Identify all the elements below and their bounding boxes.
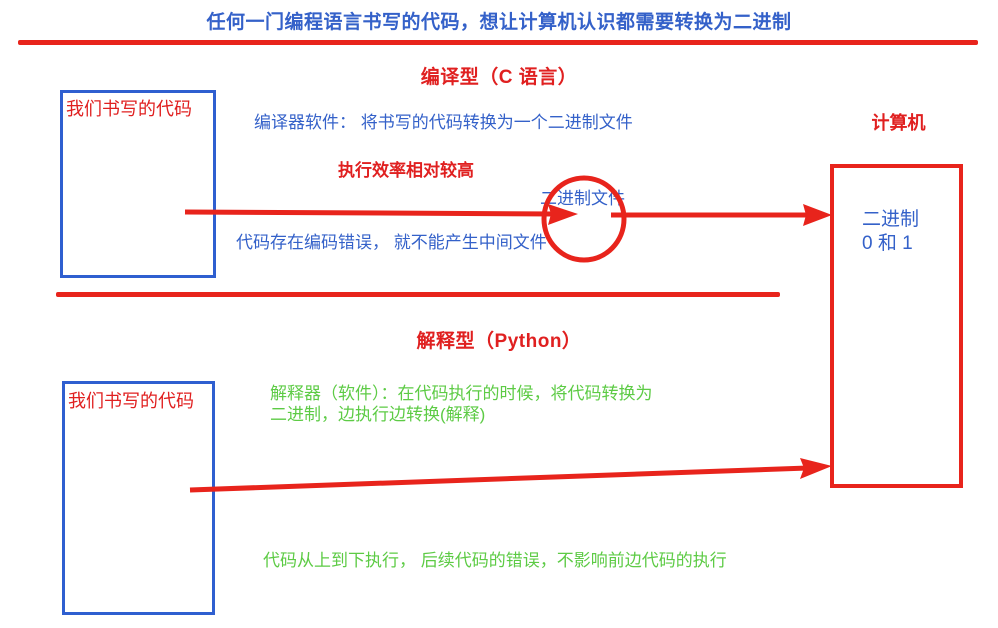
computer-content-line2: 0 和 1 — [862, 232, 913, 254]
computer-content: 二进制 0 和 1 — [862, 208, 919, 256]
section-heading-compiled: 编译型（C 语言） — [420, 67, 578, 88]
code-box-interpreted-label: 我们书写的代码 — [68, 391, 194, 411]
arrow-circle-to-computer-icon — [611, 204, 832, 226]
computer-content-line1: 二进制 — [862, 209, 920, 230]
computer-label: 计算机 — [871, 113, 926, 133]
efficiency-note-text: 执行效率相对较高 — [338, 161, 474, 180]
compile-error-note-text: 代码存在编码错误， 就不能产生中间文件 — [236, 233, 547, 252]
compiler-description-text: 编译器软件： 将书写的代码转换为一个二进制文件 — [254, 113, 633, 132]
code-box-interpreted — [62, 381, 215, 615]
computer-box — [830, 164, 963, 488]
binary-file-label: 二进制文件 — [540, 189, 625, 208]
divider-top — [18, 40, 978, 45]
interpreter-description-line2: 二进制，边执行边转换(解释) — [270, 405, 486, 425]
divider-middle — [56, 292, 780, 297]
arrow-interpreted-to-computer-icon — [189, 458, 832, 493]
arrow-compiled-to-circle-icon — [184, 204, 578, 225]
page-title: 任何一门编程语言书写的代码，想让计算机认识都需要转换为二进制 — [206, 12, 792, 33]
interpreter-description-text: 解释器（软件）：在代码执行的时候，将代码转换为 二进制，边执行边转换(解释) — [270, 383, 653, 426]
section-heading-interpreted: 解释型（Python） — [416, 331, 582, 352]
interpreter-description-line1: 解释器（软件）：在代码执行的时候，将代码转换为 — [270, 384, 653, 403]
execution-note-text: 代码从上到下执行， 后续代码的错误，不影响前边代码的执行 — [263, 551, 727, 570]
code-box-compiled-label: 我们书写的代码 — [66, 99, 192, 119]
code-box-compiled — [60, 90, 216, 278]
